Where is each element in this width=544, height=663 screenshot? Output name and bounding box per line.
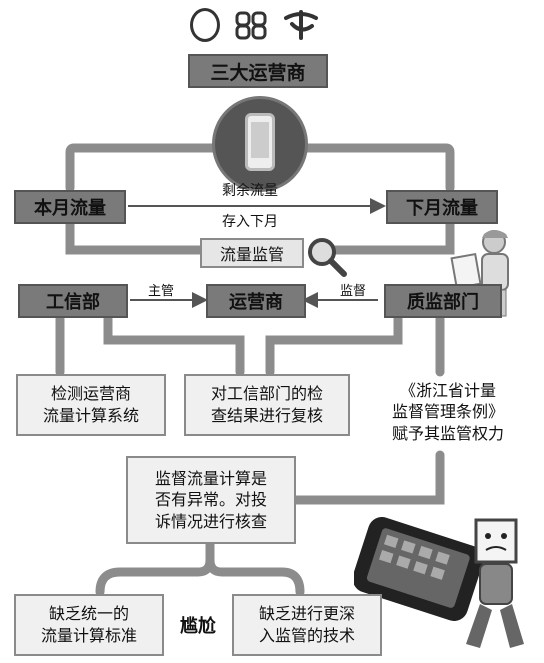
carry-over-label: 存入下月 xyxy=(222,214,278,230)
smartphone-character-icon xyxy=(354,500,538,658)
quality-dept-box: 质监部门 xyxy=(384,284,502,318)
magnifier-icon xyxy=(304,234,348,278)
supervision-box: 流量监管 xyxy=(200,238,304,268)
lack-standard-box: 缺乏统一的 流量计算标准 xyxy=(14,594,164,656)
operators-box: 运营商 xyxy=(206,284,306,318)
miit-box: 工信部 xyxy=(18,284,128,318)
china-mobile-logo: 移动 xyxy=(190,8,220,42)
lack-tech-box: 缺乏进行更深 入监管的技术 xyxy=(232,594,382,656)
remaining-flow-label: 剩余流量 xyxy=(222,183,278,199)
this-month-flow: 本月流量 xyxy=(14,190,126,224)
awkward-label: 尴尬 xyxy=(180,616,216,637)
smartphone-icon xyxy=(212,96,308,192)
china-unicom-logo: 联通 xyxy=(232,8,270,42)
china-telecom-logo: 电信 xyxy=(282,8,320,42)
miit-task-box: 检测运营商 流量计算系统 xyxy=(16,374,166,436)
recheck-box: 对工信部门的检 查结果进行复核 xyxy=(184,374,350,436)
main-label: 主管 xyxy=(148,284,175,299)
check-box: 监督流量计算是 否有异常。对投 诉情况进行核查 xyxy=(126,456,296,544)
regulation-text: 《浙江省计量 监督管理条例》 赋予其监管权力 xyxy=(391,380,504,443)
top-title: 三大运营商 xyxy=(188,54,328,88)
supervise-label: 监督 xyxy=(340,284,367,299)
next-month-flow: 下月流量 xyxy=(386,190,498,224)
